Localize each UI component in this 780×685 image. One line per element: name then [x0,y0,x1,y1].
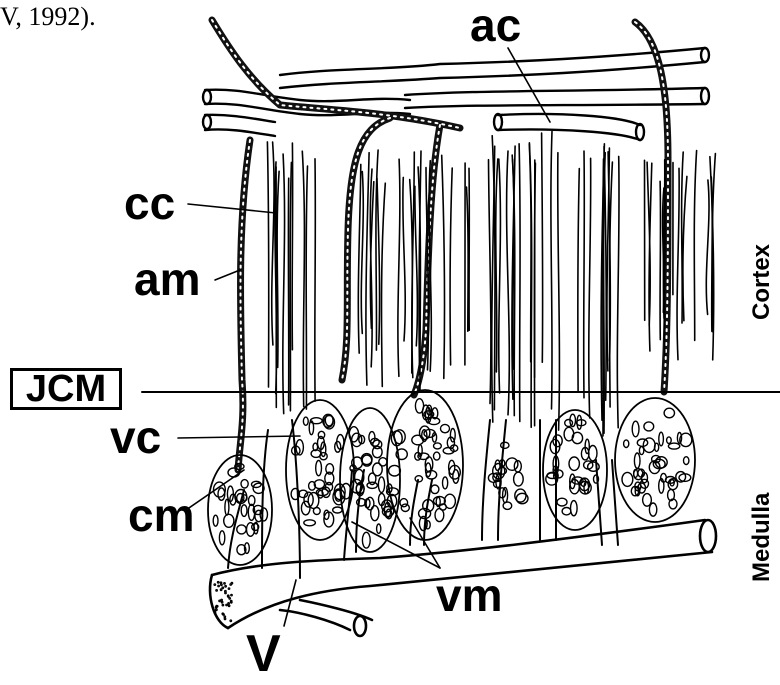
citation-fragment: V, 1992). [0,2,96,32]
label-cortex: Cortex [748,244,776,320]
label-am: am [134,256,200,302]
label-vm: vm [436,572,502,618]
label-v: V [246,628,281,680]
label-medulla: Medulla [748,493,776,582]
cortical-capillaries [267,131,715,436]
label-cm: cm [128,492,194,538]
label-ac: ac [470,2,521,48]
label-cc: cc [124,180,175,226]
label-jcm: JCM [10,368,122,410]
label-vc: vc [110,414,161,460]
